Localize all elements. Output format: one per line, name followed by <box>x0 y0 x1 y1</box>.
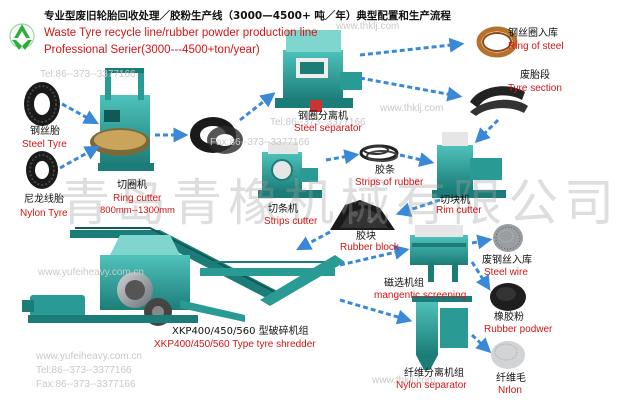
rim-cutter-machine <box>432 132 506 198</box>
ring-of-steel-label-cn: 钢丝圈入库 <box>508 28 558 39</box>
tyre-section-image <box>470 86 528 116</box>
rubber-powder-label-cn: 橡胶粉 <box>494 312 524 323</box>
steel-tyre-label-en: Steel Tyre <box>22 139 67 150</box>
watermark-fax: Fax:86--373--3377166 <box>36 379 136 390</box>
steel-tyre-label-cn: 钢丝胎 <box>30 126 60 137</box>
rubber-powder-image <box>490 283 526 311</box>
page-subtitle-en: Professional Serier(3000---4500+ton/year… <box>44 44 260 56</box>
steel-wire-image <box>493 224 523 252</box>
arrow-magnetic-to-steel-wire <box>471 234 493 250</box>
rubber-block-label-en: Rubber block <box>340 242 399 253</box>
arrow-tyre-section-to-rim-cutter <box>474 118 500 144</box>
cut-rings-image <box>190 117 243 154</box>
magnetic-label-cn: 磁选机组 <box>384 278 424 289</box>
strips-cutter-label-en: Strips cutter <box>264 216 318 227</box>
ring-cutter-spec: 800mm--1300mm <box>100 205 175 216</box>
nylon-separator-label-en: Nylon separator <box>396 380 467 391</box>
rubber-powder-label-en: Rubber podwer <box>484 324 553 335</box>
steel-wire-label-en: Steel wire <box>484 267 528 278</box>
watermark-tel: Tel:86--373--3377166 <box>36 365 132 376</box>
arrow-nylon-tyre-to-ring-cutter <box>59 145 100 170</box>
page-title-en: Waste Tyre recycle line/rubber powder pr… <box>44 27 318 39</box>
rim-cutter-label-cn: 切块机 <box>440 195 470 206</box>
nylon-tyre-label-cn: 尼龙线胎 <box>24 194 64 205</box>
ring-cutter-label-en: Ring cutter <box>113 193 162 204</box>
company-watermark: 青岛青橡机械有限公司 <box>60 174 619 232</box>
magnetic-label-en: mangentic screening <box>374 290 467 301</box>
tyre-section-label-cn: 废胎段 <box>520 70 550 81</box>
watermark-url: www.thklj.com <box>372 375 436 386</box>
ring-cutter-label-cn: 切圈机 <box>117 180 147 191</box>
arrow-strips-cutter-to-strips <box>325 149 360 165</box>
nylon-label-en: Nrlon <box>498 385 522 396</box>
arrow-shredder-to-magnetic <box>339 245 410 267</box>
recycle-icon <box>9 23 35 50</box>
rubber-block-image <box>330 200 395 230</box>
shredder-label-en: XKP400/450/560 Type tyre shredder <box>154 339 316 350</box>
steel-separator-machine <box>275 30 362 112</box>
tyre-section-label-en: Tyre section <box>508 83 562 94</box>
watermark-tel: Tel:86--373--3377166 <box>40 69 136 80</box>
nylon-tyre-image <box>26 151 58 189</box>
nylon-image <box>491 341 525 369</box>
arrow-rubber-block-to-shredder <box>296 230 331 251</box>
arrow-nylon-separator-to-nylon <box>470 333 492 354</box>
arrow-rings-to-steel-separator <box>239 92 276 122</box>
nylon-label-cn: 纤维毛 <box>496 373 526 384</box>
strips-of-rubber-image <box>359 144 399 162</box>
arrow-strips-to-rim-cutter <box>399 152 435 167</box>
arrow-shredder-to-nylon-separator <box>339 298 413 325</box>
rubber-block-label-cn: 胶块 <box>356 231 376 242</box>
ring-of-steel-image <box>476 26 518 58</box>
steel-separator-label-en: Steel separator <box>294 123 362 134</box>
steel-wire-label-cn: 废钢丝入库 <box>482 255 532 266</box>
arrow-steel-separator-to-tyre-section <box>359 76 463 102</box>
arrow-rim-cutter-to-rubber-block <box>395 198 441 217</box>
steel-separator-label-cn: 钢圈分离机 <box>298 111 348 122</box>
arrow-steel-separator-to-ring-of-steel <box>359 37 465 57</box>
steel-tyre-image <box>24 82 60 126</box>
strips-of-rubber-label-en: Strips of rubber <box>355 177 424 188</box>
rim-cutter-label-en: Rim cutter <box>436 205 482 216</box>
watermark-fax: Fax:86--373--3377166 <box>210 137 310 148</box>
arrow-magnetic-to-rubber-powder <box>470 261 491 291</box>
arrow-steel-tyre-to-ring-cutter <box>61 102 99 125</box>
nylon-tyre-label-en: Nylon Tyre <box>20 208 68 219</box>
strips-cutter-label-cn: 切条机 <box>268 204 298 215</box>
magnetic-screening-machine <box>410 225 468 282</box>
watermark-url: www.thklj.com <box>336 21 400 32</box>
ring-of-steel-label-en: Ring of steel <box>508 41 564 52</box>
flow-arrows <box>59 37 500 354</box>
nylon-separator-label-cn: 纤维分离机组 <box>404 368 464 379</box>
watermark-tel: Tel:86--373--3377166 <box>270 117 366 128</box>
watermark-url2: www.yufeiheavy.com.cn <box>38 267 144 278</box>
shredder-label-cn: XKP400/450/560 型破碎机组 <box>172 326 309 337</box>
strips-cutter-machine <box>258 142 322 198</box>
tyre-shredder-machine <box>22 227 345 326</box>
strips-of-rubber-label-cn: 胶条 <box>375 165 395 176</box>
ring-cutter-machine <box>90 68 154 171</box>
page-title-cn: 专业型废旧轮胎回收处理／胶粉生产线（3000—4500+ 吨／年）典型配置和生产… <box>44 10 451 22</box>
watermark-url2: www.yufeiheavy.com.cn <box>36 351 142 362</box>
watermark-url: www.thklj.com <box>380 103 444 114</box>
nylon-separator-machine <box>412 296 472 370</box>
